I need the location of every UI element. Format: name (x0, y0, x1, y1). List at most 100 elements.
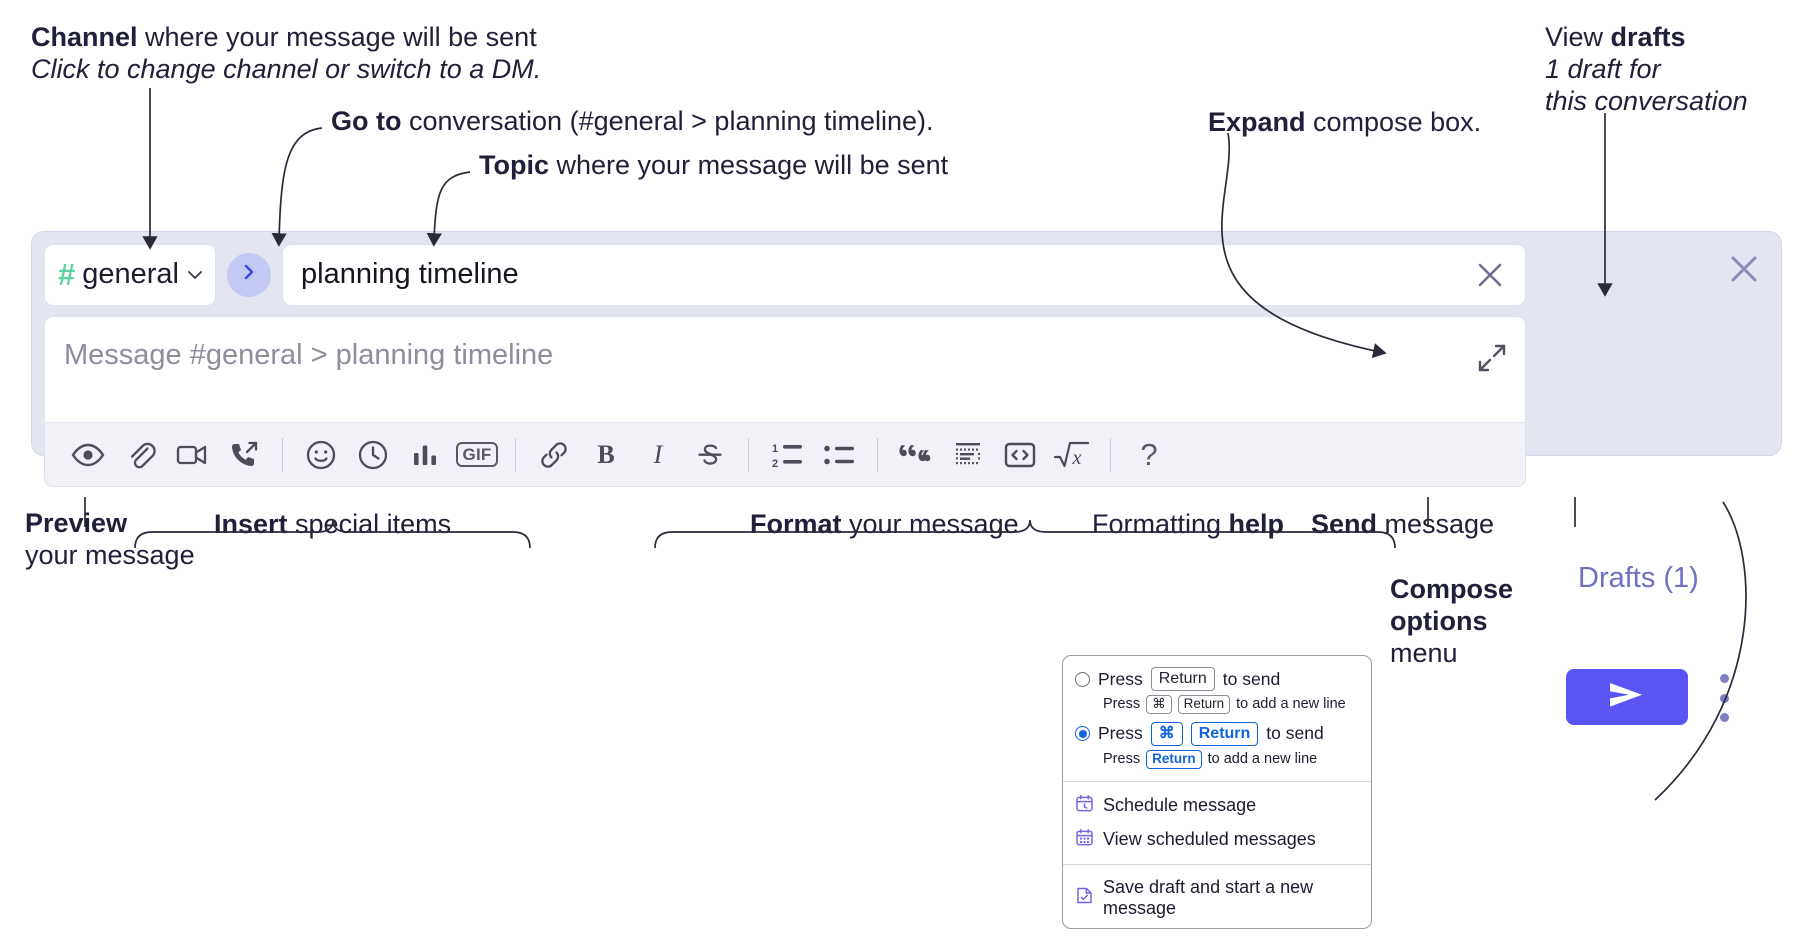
annotation-format-rest: your message (841, 509, 1019, 539)
annotation-goto-bold: Go to (331, 106, 402, 136)
annotation-insert-bold: Insert (214, 509, 288, 539)
key-return: Return (1150, 667, 1215, 691)
compose-options-button[interactable] (1710, 674, 1738, 722)
toolbar-separator (282, 437, 283, 472)
annotation-expand: Expand compose box. (1208, 107, 1481, 139)
annotation-channel-italic: Click to change channel or switch to a D… (31, 53, 542, 84)
message-input[interactable]: Message #general > planning timeline (45, 317, 1525, 422)
gif-icon[interactable]: GIF (451, 429, 503, 481)
ordered-list-icon[interactable]: 1 2 (761, 429, 813, 481)
send-button[interactable] (1566, 669, 1688, 725)
calendar-clock-icon (1075, 794, 1094, 818)
close-icon[interactable] (1473, 258, 1507, 292)
message-area: Message #general > planning timeline (44, 316, 1526, 487)
close-icon[interactable] (1727, 252, 1761, 286)
video-camera-icon[interactable] (166, 429, 218, 481)
option-press-cmd-return-to-send[interactable]: Press ⌘ Return to send (1063, 719, 1371, 749)
annotation-send-rest: message (1377, 509, 1495, 539)
bold-icon[interactable]: B (580, 429, 632, 481)
math-icon[interactable]: x (1046, 429, 1098, 481)
bar-chart-icon[interactable] (399, 429, 451, 481)
toolbar-separator (1110, 437, 1111, 472)
drafts-link[interactable]: Drafts (1) (1578, 562, 1699, 594)
annotation-help: Formatting help (1092, 509, 1284, 541)
radio-button[interactable] (1075, 671, 1090, 687)
chevron-down-icon (186, 266, 204, 284)
vertical-dots-icon (1719, 674, 1729, 683)
option1-sub-pre: Press (1103, 696, 1141, 713)
gif-label: GIF (455, 442, 499, 467)
annotation-compose-options: Compose options menu (1390, 574, 1513, 670)
svg-text:2: 2 (772, 458, 778, 470)
annotation-channel-rest: where your message will be sent (137, 22, 537, 52)
annotation-topic-rest: where your message will be sent (549, 150, 949, 180)
annotation-compose-options-rest: menu (1390, 637, 1458, 668)
formatting-help-label: ? (1140, 436, 1158, 472)
annotation-goto-rest: conversation (#general > planning timeli… (401, 106, 934, 136)
menu-item-save-draft[interactable]: Save draft and start a new message (1063, 872, 1371, 928)
italic-icon[interactable]: I (632, 429, 684, 481)
menu-item-label: View scheduled messages (1103, 829, 1316, 850)
toolbar-separator (515, 437, 516, 472)
question-mark-icon[interactable]: ? (1123, 429, 1175, 481)
blockquote-icon[interactable] (890, 429, 942, 481)
save-draft-icon (1075, 886, 1094, 910)
expand-arrows-icon[interactable] (1477, 343, 1507, 373)
code-block-icon[interactable] (942, 429, 994, 481)
option-press-return-to-send[interactable]: Press Return to send (1063, 664, 1371, 694)
option2-subtext: Press Return to add a new line (1063, 749, 1371, 774)
annotation-topic-bold: Topic (479, 150, 549, 180)
compose-box: # general planning timeline Messa (31, 231, 1782, 725)
message-placeholder: Message #general > planning timeline (64, 339, 554, 371)
annotation-drafts-rest: View (1545, 22, 1611, 52)
channel-selector[interactable]: # general (44, 243, 216, 306)
compose-header-row: # general planning timeline (44, 243, 1526, 306)
option2-sub-pre: Press (1103, 751, 1141, 768)
toolbar-separator (748, 437, 749, 472)
channel-name: general (82, 258, 179, 290)
annotation-help-rest: Formatting (1092, 509, 1229, 539)
annotation-compose-options-bold2: options (1390, 605, 1488, 636)
radio-button-selected[interactable] (1075, 726, 1090, 742)
key-return: Return (1190, 721, 1259, 746)
topic-value: planning timeline (301, 258, 519, 290)
menu-divider (1063, 780, 1371, 782)
key-command: ⌘ (1150, 721, 1183, 746)
annotation-compose-options-bold1: Compose (1390, 574, 1514, 604)
strikethrough-icon[interactable] (684, 429, 736, 481)
annotation-preview-bold: Preview (25, 508, 128, 538)
option2-sub-post: to add a new line (1207, 751, 1318, 768)
emoji-smiley-icon[interactable] (295, 429, 347, 481)
annotation-drafts-bold: drafts (1610, 22, 1686, 52)
attachment-icon[interactable] (114, 429, 166, 481)
annotation-topic: Topic where your message will be sent (479, 150, 948, 182)
topic-input[interactable]: planning timeline (282, 243, 1526, 306)
option1-pre: Press (1098, 668, 1143, 689)
annotation-drafts: View drafts 1 draft for this conversatio… (1545, 22, 1748, 118)
goto-conversation-button[interactable] (227, 252, 271, 297)
bulleted-list-icon[interactable] (813, 429, 865, 481)
formatting-toolbar: GIF B I (45, 422, 1525, 486)
clock-icon[interactable] (347, 429, 399, 481)
key-return: Return (1177, 695, 1231, 714)
vertical-dots-icon (1719, 713, 1729, 722)
annotation-channel-bold: Channel (31, 22, 138, 52)
svg-text:1: 1 (772, 443, 778, 455)
inline-code-icon[interactable] (994, 429, 1046, 481)
menu-divider (1063, 863, 1371, 865)
annotation-send: Send message (1311, 509, 1494, 541)
menu-item-schedule-message[interactable]: Schedule message (1063, 789, 1371, 823)
annotation-send-bold: Send (1311, 509, 1378, 539)
menu-item-label: Schedule message (1103, 795, 1257, 816)
phone-forward-icon[interactable] (218, 429, 270, 481)
annotation-insert: Insert special items (214, 509, 451, 541)
svg-text:I: I (653, 440, 664, 469)
menu-item-view-scheduled-messages[interactable]: View scheduled messages (1063, 823, 1371, 857)
preview-icon[interactable] (62, 429, 114, 481)
option1-sub-post: to add a new line (1236, 696, 1346, 713)
compose-options-menu: Press Return to send Press ⌘ Return to a… (1062, 655, 1372, 929)
hash-icon: # (58, 257, 76, 292)
link-icon[interactable] (528, 429, 580, 481)
send-paper-plane-icon (1606, 679, 1648, 716)
annotation-preview: Preview your message (25, 508, 195, 572)
